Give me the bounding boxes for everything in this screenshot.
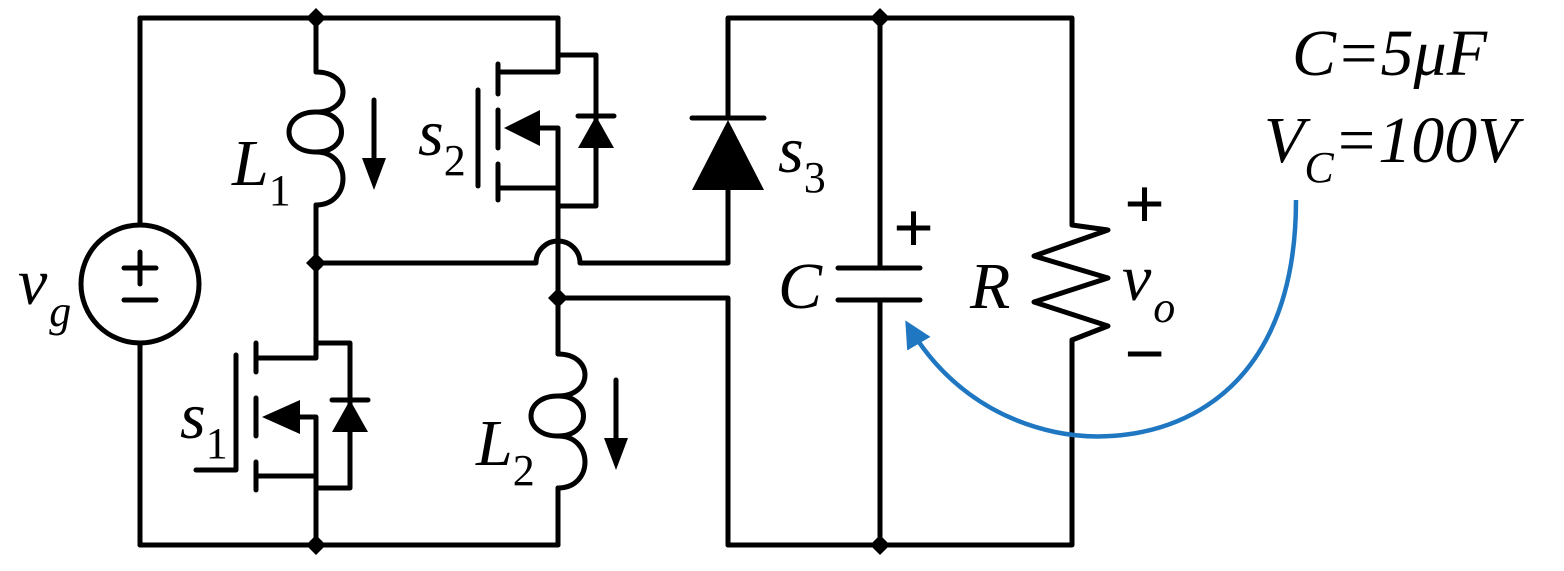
mosfet-S2 bbox=[475, 52, 617, 209]
voltage-source-vg bbox=[78, 222, 202, 346]
junction-dots bbox=[306, 8, 890, 555]
label-C: C bbox=[778, 250, 823, 323]
inductor-L2 bbox=[528, 351, 628, 491]
capacitor-C bbox=[835, 265, 923, 303]
label-plus-vo: + bbox=[1124, 164, 1165, 244]
labels: vg L1 L2 s1 s2 s3 C R vo + + − C=5μF VC=… bbox=[18, 17, 1524, 495]
wires bbox=[137, 15, 1075, 548]
label-plus-c: + bbox=[893, 188, 934, 268]
inductor-L1 bbox=[286, 69, 386, 208]
label-s2: s2 bbox=[418, 97, 466, 185]
annotation-arrow bbox=[905, 199, 1299, 439]
label-L2: L2 bbox=[475, 407, 535, 495]
annotation-line2: VC=100V bbox=[1264, 104, 1524, 192]
diode-S3 bbox=[689, 115, 767, 190]
mosfet-S1 bbox=[193, 340, 371, 493]
label-L1: L1 bbox=[231, 127, 291, 215]
label-vg: vg bbox=[18, 246, 71, 336]
label-s1: s1 bbox=[180, 380, 228, 468]
label-s3: s3 bbox=[778, 114, 826, 202]
annotation-line1: C=5μF bbox=[1292, 17, 1488, 90]
label-R: R bbox=[969, 250, 1010, 323]
label-minus-vo: − bbox=[1124, 314, 1165, 394]
resistor-R bbox=[1031, 222, 1111, 343]
label-vo: vo bbox=[1122, 242, 1175, 332]
